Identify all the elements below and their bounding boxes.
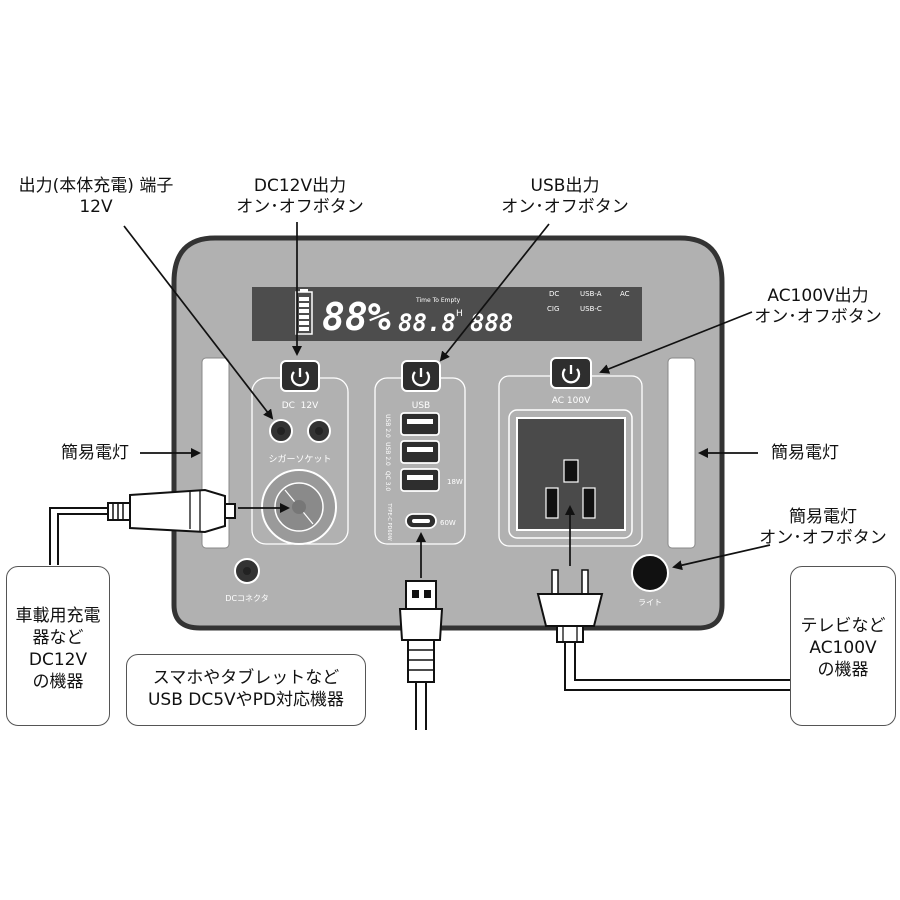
arrow-usb-button [439,223,550,362]
lcd-indicator-usba: USB-A [580,290,602,298]
lcd-indicator-ac: AC [620,290,630,298]
lcd-time-value: 88.8 [398,309,456,337]
usb-port-1-label: USB 2.0 [384,414,391,438]
usb-port-3-label: QC 3.0 [384,471,391,492]
light-button[interactable] [631,554,669,592]
lcd-time-label: Time To Empty [415,297,461,304]
car-plug [107,488,236,534]
ac-cord [564,642,790,691]
ac-outlet[interactable] [516,417,626,531]
usb-cord [415,682,427,730]
lcd-indicator-usbc: USB-C [580,305,602,313]
ac-power-button[interactable] [550,357,592,389]
lcd-time-unit: H [456,309,463,319]
lcd-watts: 888 [470,309,513,337]
label-ac100v-button: AC100V出力 オン･オフボタン [754,286,882,327]
dc-connector-label: DCコネクタ [225,594,268,603]
cigarette-socket-label: シガーソケット [268,454,331,465]
label-lamp-right: 簡易電灯 [771,443,839,463]
typec-label: TYPE-C PD60W [386,502,392,540]
dc-power-button[interactable] [280,360,320,392]
usb-device-box: スマホやタブレットなど USB DC5VやPD対応機器 [126,654,366,726]
cigarette-socket[interactable] [261,469,337,545]
typec-watt-label: 60W [440,519,456,527]
lcd-display [252,287,642,341]
power-icon [411,368,431,387]
battery-icon [295,289,313,335]
arrow-lamp-button [672,544,771,571]
usb-label: USB [412,401,430,411]
usb-plug [398,580,444,683]
lcd-indicator-dc: DC [549,290,559,298]
label-dc-out-port: 出力(本体充電) 端子 12V [18,176,174,217]
light-label: ライト [638,598,662,607]
lcd-battery-percent: 88% [322,295,391,339]
usb-power-button[interactable] [401,360,441,392]
car-cord [49,507,108,565]
tv-device-box: テレビなど AC100V の機器 [790,566,896,726]
ac-label: AC 100V [552,396,591,406]
arrow-dc-port [123,225,274,420]
arrow-ac-button [599,311,753,374]
label-usb-button: USB出力 オン･オフボタン [501,176,629,217]
power-icon [561,365,581,384]
label-lamp-left: 簡易電灯 [61,443,129,463]
usb-port-2-label: USB 2.0 [384,442,391,466]
lcd-indicator-cig: CIG [547,305,559,313]
label-lamp-button: 簡易電灯 オン･オフボタン [759,507,887,548]
qc-watt-label: 18W [447,478,463,486]
dc-label: DC 12V [282,401,319,411]
right-lamp [667,357,696,549]
power-icon [290,368,310,387]
car-device-box: 車載用充電 器など DC12V の機器 [6,566,110,726]
ac-plug [536,569,604,643]
label-dc12v-button: DC12V出力 オン･オフボタン [236,176,364,217]
